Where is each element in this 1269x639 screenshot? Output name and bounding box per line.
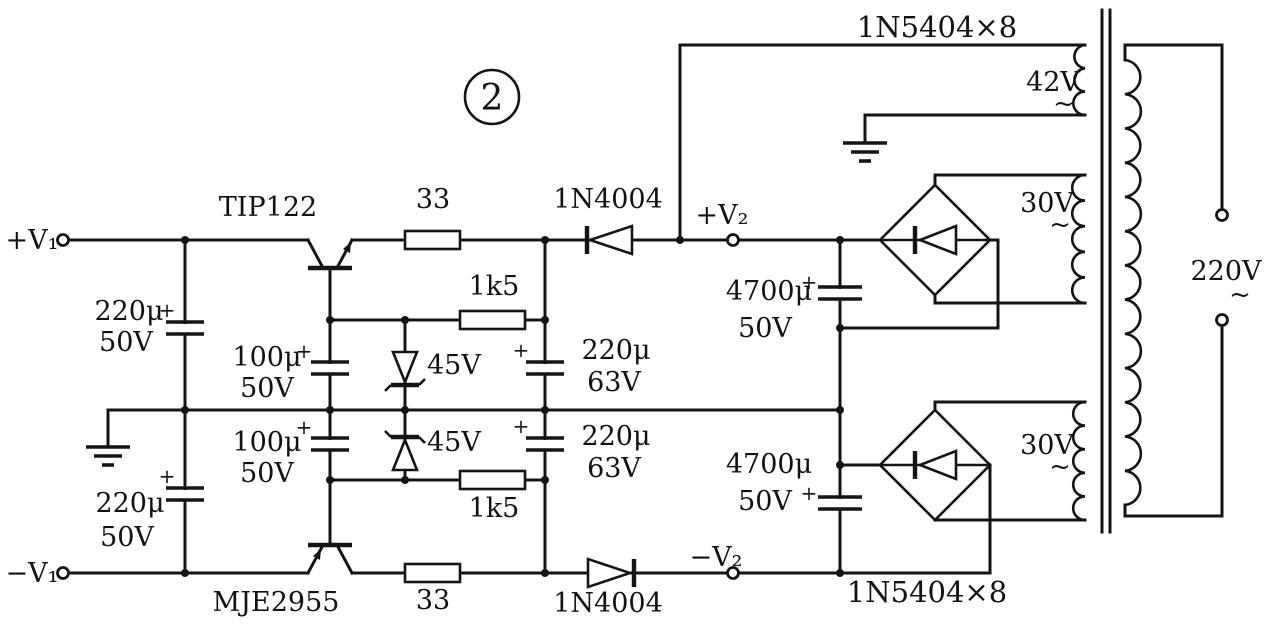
label-cap-input-top-value: 220μ <box>94 296 163 327</box>
winding-30v-top <box>1070 173 1086 305</box>
primary-lead-top <box>1123 43 1224 212</box>
terminal-v2-plus <box>726 233 740 247</box>
plus-mark-cap-output-bottom: + <box>513 414 530 438</box>
transformer <box>1070 8 1229 534</box>
capacitor-base-top <box>311 360 349 376</box>
ground-symbol-right <box>843 141 887 163</box>
capacitor-input-bottom <box>166 486 204 502</box>
label-cap-input-bottom-value: 220μ <box>95 488 164 519</box>
zener-diode-45v-top <box>384 350 426 392</box>
capacitor-output-top <box>526 360 564 376</box>
plus-mark-cap-output-top: + <box>513 338 530 362</box>
label-r33-top: 33 <box>416 184 450 215</box>
diode-1n4004-top <box>584 224 634 256</box>
label-1n4004-bottom: 1N4004 <box>553 588 663 619</box>
resistor-33-bottom <box>403 562 462 584</box>
resistor-1k5-top <box>458 309 527 331</box>
label-cap-output-bottom-voltage: 63V <box>587 453 641 484</box>
winding-42v <box>1072 43 1086 117</box>
bridge-rectifier-top <box>878 183 992 297</box>
figure-number-badge: 2 <box>463 68 521 126</box>
capacitor-filter-top <box>818 285 862 301</box>
junction-dots <box>181 236 844 577</box>
transistor-mje2955-symbol <box>305 542 355 576</box>
capacitor-output-bottom <box>526 436 564 452</box>
plus-mark-cap-filter-top: + <box>801 270 818 294</box>
label-cap-filter-bottom-value: 4700μ <box>726 449 812 480</box>
label-r33-bottom: 33 <box>416 585 450 616</box>
capacitor-base-bottom <box>311 436 349 452</box>
plus-mark-cap-base-bottom: + <box>296 415 313 439</box>
label-cap-base-top-value: 100μ <box>232 342 301 373</box>
winding-primary <box>1124 58 1143 507</box>
label-30v-top: 30V <box>1020 188 1074 219</box>
io-terminals <box>56 233 740 580</box>
label-v1-plus: +V₁ <box>6 225 59 256</box>
resistor-1k5-bottom <box>458 469 527 491</box>
tilde-220v: ~ <box>1229 280 1251 310</box>
label-v2-plus: +V₂ <box>696 200 749 231</box>
transistor-tip122-symbol <box>305 237 355 271</box>
tilde-42v: ~ <box>1053 89 1075 119</box>
label-zener-top: 45V <box>427 350 481 381</box>
label-cap-output-top-value: 220μ <box>581 335 650 366</box>
label-v1-minus: −V₁ <box>6 558 59 589</box>
primary-terminal-bottom <box>1215 313 1229 327</box>
label-1n4004-top: 1N4004 <box>553 184 663 215</box>
winding-30v-bottom <box>1071 400 1086 522</box>
zener-diode-45v-bottom <box>384 430 426 472</box>
label-1n5404-bottom: 1N5404×8 <box>847 575 1007 609</box>
plus-mark-cap-input-top: + <box>159 298 176 322</box>
bridge-rectifier-bottom <box>878 408 992 522</box>
label-220v: 220V <box>1190 256 1262 287</box>
plus-mark-cap-filter-bottom: + <box>801 481 818 505</box>
label-1n5404-top: 1N5404×8 <box>857 10 1017 44</box>
primary-terminal-top <box>1215 208 1229 222</box>
capacitor-input-top <box>166 320 204 336</box>
tilde-30v-top: ~ <box>1049 210 1071 240</box>
label-cap-input-top-voltage: 50V <box>99 327 153 358</box>
label-cap-base-bottom-voltage: 50V <box>240 458 294 489</box>
plus-mark-cap-input-bottom: + <box>159 464 176 488</box>
terminal-v1-plus <box>56 233 70 247</box>
capacitor-filter-bottom <box>818 495 862 511</box>
resistor-33-top <box>403 229 462 251</box>
label-tip122: TIP122 <box>219 192 317 223</box>
figure-number: 2 <box>481 78 504 119</box>
terminal-v2-minus <box>726 566 740 580</box>
terminal-v1-minus <box>56 566 70 580</box>
tilde-30v-bottom: ~ <box>1049 452 1071 482</box>
transformer-core <box>1100 8 1112 534</box>
label-cap-output-bottom-value: 220μ <box>581 421 650 452</box>
diode-1n4004-bottom <box>586 557 637 589</box>
label-cap-input-bottom-voltage: 50V <box>100 522 154 553</box>
circuit-wires <box>66 43 1087 575</box>
label-cap-filter-top-value: 4700μ <box>726 276 812 307</box>
label-30v-bottom: 30V <box>1020 430 1074 461</box>
label-zener-bottom: 45V <box>427 427 481 458</box>
label-cap-output-top-voltage: 63V <box>587 367 641 398</box>
label-mje2955: MJE2955 <box>213 587 340 618</box>
label-cap-filter-top-voltage: 50V <box>738 313 792 344</box>
label-cap-base-bottom-value: 100μ <box>232 427 301 458</box>
ground-symbol-left <box>86 445 130 467</box>
label-42v: 42V <box>1026 67 1080 98</box>
label-1k5-bottom: 1k5 <box>469 493 520 524</box>
label-v2-minus: −V₂ <box>690 542 743 573</box>
label-1k5-top: 1k5 <box>469 271 520 302</box>
plus-mark-cap-base-top: + <box>296 339 313 363</box>
primary-lead-bottom <box>1123 323 1224 518</box>
label-cap-base-top-voltage: 50V <box>240 373 294 404</box>
label-cap-filter-bottom-voltage: 50V <box>738 486 792 517</box>
